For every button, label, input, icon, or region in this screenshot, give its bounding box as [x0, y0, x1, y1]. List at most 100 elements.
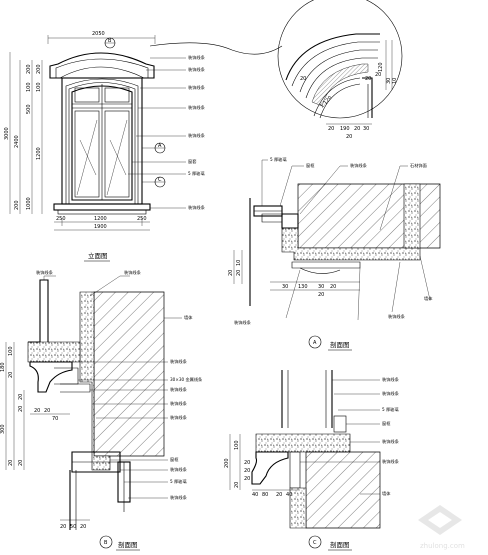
section-a-dim-bottom-4: 20	[330, 284, 336, 290]
section-c-dim-bottom-1: 40	[252, 492, 258, 498]
elevation-dim-inner-1: 200	[26, 64, 32, 74]
section-a-callout-right-3: 装饰线条	[234, 319, 252, 326]
section-c-callout-right-4: 窗框	[382, 420, 391, 427]
elevation-dim-inner-2: 200	[36, 64, 42, 74]
elevation-dim-left-1: 3000	[4, 127, 10, 140]
elevation-dim-inner-7: 1000	[26, 197, 32, 210]
detail-top-dim-bottom-3: 20	[354, 126, 360, 132]
section-c-dim-small-3: 20	[244, 460, 250, 466]
section-a-callout-right-1: 墙体	[424, 295, 433, 302]
elevation-callout-7: 5 厚玻璃	[188, 170, 205, 177]
section-a-callout-top-4: 石材饰面	[410, 162, 427, 169]
section-b-dim-left-inner-5: 20	[8, 460, 14, 466]
section-b-dim-bottom-3: 20	[80, 524, 86, 530]
detail-top-dim-small-3: 20	[300, 76, 306, 82]
section-a-dim-bottom-1: 30	[282, 284, 288, 290]
section-c-dim-bottom-3: 20	[276, 492, 282, 498]
section-b-dim-left-inner-1: 100	[8, 346, 14, 356]
detail-top-dim-bottom-1: 20	[328, 126, 334, 132]
detail-top-dim-right-1: 120	[378, 62, 384, 72]
watermark-logo: zhulong.com	[418, 505, 465, 550]
section-c-callout-right-6: 装饰线条	[382, 458, 400, 465]
section-c-callout-right-7: 墙体	[382, 490, 391, 497]
section-a-dim-left-3: 10	[236, 260, 242, 266]
section-a-dim-bottom-2: 130	[298, 284, 308, 290]
section-b-dim-mid-1: 20	[34, 408, 40, 414]
section-a-callout-top-3: 装饰线条	[350, 162, 368, 169]
section-c-dim-bottom-2: 80	[262, 492, 268, 498]
watermark-text: zhulong.com	[420, 542, 465, 550]
section-c-callout-right-2: 装饰线条	[382, 390, 400, 397]
section-a: 5 厚玻璃 窗框 装饰线条 石材饰面 墙体 装饰线条 装饰线条 30 130 3…	[228, 156, 441, 351]
section-c-dim-left-1: 200	[224, 458, 230, 468]
section-c-dim-bottom-4: 40	[286, 492, 292, 498]
section-c-dim-left-3: 20	[234, 482, 240, 488]
detail-top-dim-small-2: 20	[365, 76, 371, 82]
detail-top-dim-right-3: 10	[392, 78, 398, 84]
section-b-title: 剖面图	[118, 540, 138, 549]
section-b: 装饰线条 装饰线条 墙体 装饰线条 30×30 金属线条 装饰线条 装饰线条 装…	[0, 269, 203, 551]
section-a-callout-top-1: 5 厚玻璃	[270, 156, 287, 163]
elevation-callout-5: 装饰线条	[188, 132, 206, 139]
section-b-dim-left-outer-1: 180	[0, 362, 6, 372]
detail-top-dim-right-2: 30	[386, 78, 392, 84]
section-b-dim-left-inner-6: 20	[18, 460, 24, 466]
section-a-title: 剖面图	[330, 340, 350, 349]
section-b-callout-right-1: 墙体	[184, 314, 193, 321]
section-c: 装饰线条 装饰线条 5 厚玻璃 窗框 装饰线条 装饰线条 墙体 200 100 …	[224, 370, 400, 551]
elevation-top-width: 2050	[92, 31, 105, 37]
detail-top-dim-bottom-2: 190	[340, 126, 350, 132]
section-a-callout-right-2: 装饰线条	[388, 313, 406, 320]
elevation-mark-a-num: A	[158, 143, 162, 149]
section-b-dim-left-inner-2: 20	[8, 372, 14, 378]
section-b-callout-right-5: 装饰线条	[170, 400, 188, 407]
elevation-mark-b-num: B	[108, 38, 112, 44]
section-b-callout-right-10: 装饰线条	[170, 494, 188, 501]
section-b-callout-right-2: 装饰线条	[170, 358, 188, 365]
section-a-dim-left-2: 20	[236, 270, 242, 276]
elevation-callout-1: 装饰线条	[188, 54, 206, 61]
section-c-title: 剖面图	[330, 540, 350, 549]
section-b-mark: B	[104, 540, 108, 546]
elevation-dim-inner-3: 100	[26, 82, 32, 92]
detail-top-dim-small-1: 20	[375, 72, 381, 78]
section-c-mark: C	[313, 540, 317, 546]
section-b-dim-mid-3: 70	[52, 416, 58, 422]
section-b-dim-bottom-2: 50	[70, 524, 76, 530]
section-a-callout-top-2: 窗框	[306, 162, 315, 169]
detail-top-dim-bottom-4: 30	[363, 126, 369, 132]
section-b-callout-right-7: 窗框	[170, 456, 179, 463]
section-b-dim-left-inner-3: 20	[18, 394, 24, 400]
section-b-callout-right-8: 装饰线条	[170, 466, 188, 473]
elevation-dim-left-3: 200	[14, 200, 20, 210]
section-b-callout-top-1: 装饰线条	[36, 269, 54, 276]
section-b-callout-right-3: 30×30 金属线条	[170, 376, 203, 383]
section-a-dim-bottom-total: 20	[318, 292, 324, 298]
elevation-callout-4: 装饰线条	[188, 104, 206, 111]
elevation-dim-bottom-total: 1900	[94, 224, 107, 230]
section-c-dim-small-2: 20	[244, 468, 250, 474]
elevation-dim-left-2: 2400	[14, 135, 20, 148]
detail-top-dim-bottom-total: 20	[346, 134, 352, 140]
elevation-callout-8: 装饰线条	[188, 204, 206, 211]
elevation-callout-6: 窗套	[188, 158, 197, 165]
elevation-dim-bottom-2: 1200	[94, 216, 107, 222]
section-c-callout-right-5: 装饰线条	[382, 438, 400, 445]
elevation-dim-inner-4: 100	[36, 82, 42, 92]
section-a-dim-left-1: 20	[228, 270, 234, 276]
section-b-callout-top-2: 装饰线条	[124, 269, 142, 276]
window-elevation: 2050 B 250 1200 250	[4, 31, 206, 262]
elevation-dim-inner-6: 1200	[36, 147, 42, 160]
section-a-dim-bottom-3: 30	[318, 284, 324, 290]
section-b-dim-left-inner-4: 20	[18, 406, 24, 412]
elevation-callout-3: 装饰线条	[188, 84, 206, 91]
elevation-callout-2: 装饰线条	[188, 66, 206, 73]
section-b-dim-bottom-1: 20	[60, 524, 66, 530]
elevation-dim-bottom-3: 250	[137, 216, 147, 222]
section-b-callout-right-6: 装饰线条	[170, 414, 188, 421]
section-c-dim-small-1: 20	[244, 476, 250, 482]
section-c-dim-left-2: 100	[234, 440, 240, 450]
elevation-title: 立面图	[88, 251, 108, 260]
section-b-dim-mid-2: 20	[44, 408, 50, 414]
